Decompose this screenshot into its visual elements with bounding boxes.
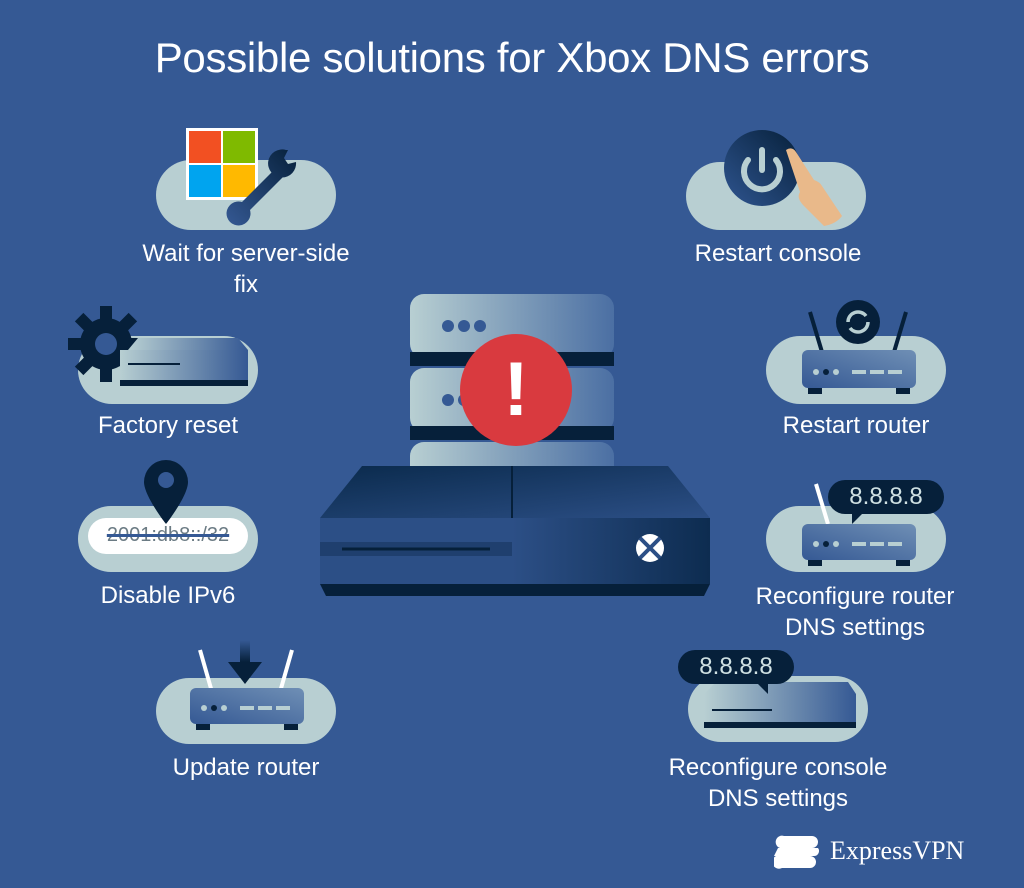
windows-logo-wrench-icon [186, 128, 297, 226]
brand-name: ExpressVPN [830, 836, 965, 865]
power-button-hand-icon [724, 130, 842, 226]
dns-bubble: 8.8.8.8 [828, 480, 944, 514]
server-error-xbox-icon [320, 294, 710, 596]
page-title: Possible solutions for Xbox DNS errors [154, 34, 870, 81]
bubble-tail [852, 512, 864, 524]
label: Update router [172, 754, 320, 781]
expressvpn-logo-icon [774, 835, 819, 869]
address-field: 2001:db8::/32 [88, 518, 248, 554]
console-dns-icon [704, 682, 856, 728]
router-download-icon [190, 640, 304, 730]
router-dns-icon [802, 483, 916, 566]
ipv6-address: 2001:db8::/32 [106, 524, 230, 546]
label: Wait for server-side fix [142, 240, 350, 298]
dns-bubble: 8.8.8.8 [678, 650, 794, 684]
label: Restart router [782, 412, 930, 439]
label: Restart console [694, 240, 862, 267]
router-refresh-icon [802, 300, 916, 394]
label: Reconfigure console DNS settings [668, 754, 888, 812]
label: Factory reset [97, 412, 239, 439]
gear-console-icon [68, 306, 248, 386]
label: Disable IPv6 [100, 582, 236, 609]
label: Reconfigure router DNS settings [755, 583, 955, 641]
location-pin-icon [144, 460, 188, 524]
bubble-tail [756, 682, 768, 694]
alert-icon: ! [503, 347, 529, 432]
